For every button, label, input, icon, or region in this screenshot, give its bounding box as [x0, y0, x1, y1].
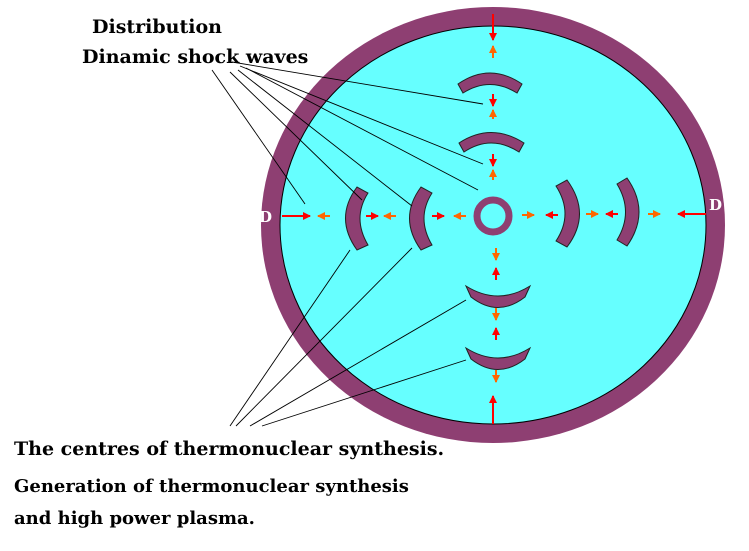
shock-wave-right-outer — [616, 177, 640, 247]
shock-wave-bottom-inner — [464, 284, 532, 308]
leader-lines-lower — [229, 247, 467, 427]
shock-wave-left-inner — [409, 186, 433, 251]
right-propagation-arrows — [522, 210, 661, 219]
centres-label: The centres of thermonuclear synthesis. — [14, 438, 445, 460]
generation-label-line1: Generation of thermonuclear synthesis — [14, 476, 409, 497]
distribution-label: Distribution — [92, 16, 222, 38]
leader-lines-upper — [211, 61, 484, 207]
central-core — [473, 196, 513, 236]
shock-wave-bottom-outer — [464, 346, 532, 370]
generation-label-line2: and high power plasma. — [14, 508, 255, 529]
d-marker-left: D — [259, 208, 272, 226]
d-marker-right: D — [709, 196, 722, 214]
shock-waves-label: Dinamic shock waves — [82, 46, 309, 68]
shock-wave-right-inner — [555, 179, 580, 248]
inward-arrows — [282, 14, 706, 424]
shock-wave-top-outer — [457, 72, 523, 94]
shock-wave-top-inner — [458, 132, 525, 153]
shock-wave-left-outer — [345, 186, 369, 251]
